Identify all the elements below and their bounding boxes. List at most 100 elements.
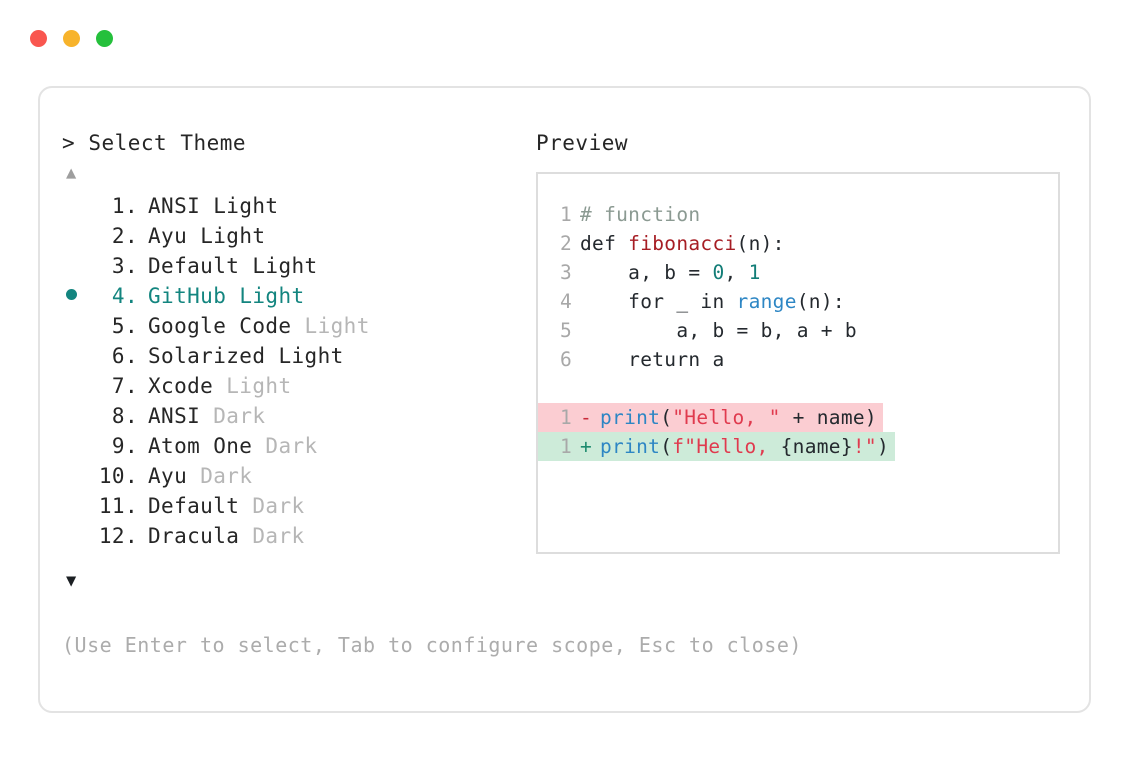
code-token: f"Hello, [672,435,781,458]
code-token: (n): [796,290,845,313]
maximize-button[interactable] [96,30,113,47]
diff-plus-icon: + [580,435,593,458]
theme-list-item[interactable]: 10.Ayu Dark [62,464,532,494]
code-token: "Hello, " [672,406,781,429]
theme-item-name: Ayu [148,464,188,488]
theme-item-variant: Dark [200,464,253,488]
code-token: 1 [748,261,761,284]
theme-item-spacer [200,404,213,428]
theme-item-name: Xcode [148,374,214,398]
theme-item-variant: Dark [265,434,318,458]
prompt-label: Select Theme [88,131,247,155]
theme-picker-panel: > Select Theme ▲ 1. ANSI Light 2. Ayu Ligh… [38,86,1091,713]
selected-bullet-icon [62,284,92,308]
code-token: range [736,290,797,313]
theme-item-variant: Light [200,224,266,248]
code-token: # function [580,203,701,226]
theme-item-variant: Light [252,254,318,278]
code-token: , [724,261,749,284]
theme-item-variant: Light [304,314,370,338]
theme-item-index: 5. [98,314,138,338]
theme-item-spacer [291,314,304,338]
diff-block: 1-print("Hello, " + name)1+print(f"Hello… [538,403,1058,461]
theme-list-item[interactable]: 7. Xcode Light [62,374,532,404]
theme-item-spacer [265,344,278,368]
theme-list-item[interactable]: 8. ANSI Dark [62,404,532,434]
code-token: print [600,435,661,458]
theme-item-name: Solarized [148,344,266,368]
code-line-text: def fibonacci(n): [580,229,785,258]
preview-label: Preview [536,131,629,155]
line-number: 1 [559,203,572,226]
theme-item-name: ANSI [148,404,201,428]
code-token: for _ in [580,290,737,313]
theme-item-variant: Dark [213,404,266,428]
scroll-up-icon[interactable]: ▲ [66,163,77,183]
theme-list-item[interactable]: 11.Default Dark [62,494,532,524]
theme-item-name: ANSI [148,194,201,218]
theme-item-name: Dracula [148,524,240,548]
theme-list-item[interactable]: 2. Ayu Light [62,224,532,254]
theme-list-item[interactable]: 5. Google Code Light [62,314,532,344]
code-token: a, b = [580,261,713,284]
window-controls [30,30,113,47]
diff-line-text: print("Hello, " + name) [600,403,883,432]
code-line: 5 a, b = b, a + b [538,316,1058,345]
theme-item-variant: Light [239,284,305,308]
theme-list-item[interactable]: 6. Solarized Light [62,344,532,374]
theme-item-variant: Light [278,344,344,368]
line-number: 1 [559,406,572,429]
theme-item-index: 9. [98,434,138,458]
code-token: + name) [780,406,877,429]
code-token: ( [660,435,673,458]
code-token: ( [660,406,673,429]
theme-list-item[interactable]: 4.GitHub Light [62,284,532,314]
prompt-row: > Select Theme [62,128,532,158]
line-number: 2 [559,232,572,255]
theme-item-spacer [252,434,265,458]
code-line-text: a, b = 0, 1 [580,258,761,287]
code-line: 6 return a [538,345,1058,374]
theme-item-index: 1. [98,194,138,218]
selection-dot-icon [66,289,77,300]
theme-item-variant: Light [213,194,279,218]
theme-item-spacer [239,254,252,278]
theme-item-index: 7. [98,374,138,398]
theme-list-item[interactable]: 3. Default Light [62,254,532,284]
close-button[interactable] [30,30,47,47]
code-token: {name} [780,435,853,458]
theme-item-spacer [239,524,252,548]
theme-item-name: Google Code [148,314,292,338]
theme-item-name: Default [148,254,240,278]
diff-line-text: print(f"Hello, {name}!") [600,432,895,461]
theme-item-spacer [187,224,200,248]
theme-item-index: 11. [98,494,138,518]
code-line-text: for _ in range(n): [580,287,845,316]
theme-item-index: 6. [98,344,138,368]
page-title [75,131,88,155]
theme-list-item[interactable]: 12.Dracula Dark [62,524,532,554]
theme-item-index: 2. [98,224,138,248]
theme-item-spacer [187,464,200,488]
theme-item-variant: Light [226,374,292,398]
code-token: fibonacci [628,232,737,255]
theme-item-index: 8. [98,404,138,428]
code-token: 0 [712,261,725,284]
diff-removed-line: 1-print("Hello, " + name) [538,403,883,432]
theme-item-spacer [200,194,213,218]
minimize-button[interactable] [63,30,80,47]
theme-item-name: Atom One [148,434,253,458]
scroll-down-icon[interactable]: ▼ [66,571,77,591]
theme-item-index: 3. [98,254,138,278]
theme-list-item[interactable]: 1. ANSI Light [62,194,532,224]
theme-item-index: 12. [98,524,138,548]
code-line: 4 for _ in range(n): [538,287,1058,316]
theme-list-item[interactable]: 9. Atom One Dark [62,434,532,464]
theme-item-spacer [239,494,252,518]
diff-added-line: 1+print(f"Hello, {name}!") [538,432,896,461]
theme-item-spacer [226,284,239,308]
theme-item-name: Ayu [148,224,188,248]
